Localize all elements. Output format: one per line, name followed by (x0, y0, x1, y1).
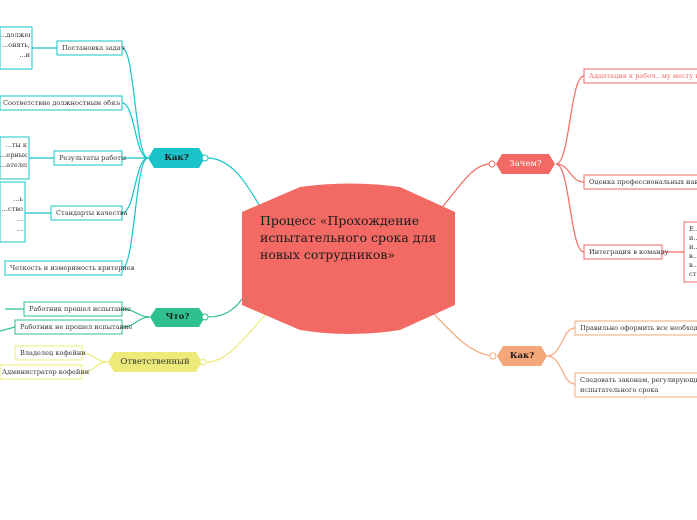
node-standarty-sub-label-4: ... (16, 225, 23, 233)
node-postanovka-sub-box[interactable] (0, 26, 33, 70)
node-sledovat-label-1: Следовать законам, регулирующим про... (580, 376, 697, 384)
connector-neproshel-sub (0, 326, 16, 332)
node-postanovka-sub-label-3: ...и (19, 51, 30, 59)
kak-right-collapse-handle[interactable] (489, 352, 497, 360)
connector-otv-admin (81, 361, 109, 373)
connector-central-kak2 (431, 311, 497, 357)
node-standarty-label: Стандарты качества (56, 209, 128, 217)
node-integraciya-sub-6: ст... (689, 270, 697, 278)
node-rezultaty-sub-label-2: ...ерные (0, 151, 27, 159)
zachem-collapse-handle[interactable] (488, 160, 496, 168)
node-sledovat-label-2: испытательного срока (580, 386, 659, 394)
kak-left-collapse-handle[interactable] (201, 154, 209, 162)
node-standarty-sub-label-2: ...ство (1, 205, 23, 213)
node-standarty-sub-label-1: ...ь (13, 195, 23, 203)
connector-kak2-sledovat (546, 355, 576, 385)
branch-chto-hexagon[interactable] (150, 308, 205, 327)
node-rezultaty-label: Результаты работы (59, 154, 127, 162)
node-sledovat-box[interactable] (574, 372, 697, 398)
connector-zachem-adapt (555, 75, 585, 165)
node-chetkost-box[interactable] (4, 260, 123, 276)
node-admin-label: Администратор кофейни (2, 368, 90, 376)
node-oformit-label: Правильно оформить все необходимые... (580, 324, 697, 332)
node-vladelec-label: Владелец кофейни (20, 349, 86, 357)
node-postanovka-label: Постановка задач (62, 44, 126, 52)
node-integraciya-box[interactable] (583, 244, 663, 260)
node-integraciya-sub-4: в... (689, 252, 697, 260)
node-rezultaty-sub-label-3: ...ателей (0, 161, 27, 169)
node-ocenka-box[interactable] (583, 174, 697, 190)
node-postanovka-box[interactable] (56, 40, 123, 56)
connector-chto-neproshel (121, 316, 151, 328)
node-integraciya-sub-box[interactable] (683, 221, 697, 283)
node-admin-box[interactable] (0, 364, 83, 380)
central-node-title: Процесс «Прохождение испытательного срок… (260, 213, 437, 262)
node-postanovka-sub-label-2: ...онять, (1, 41, 30, 49)
node-adaptaciya-box[interactable] (583, 68, 697, 84)
node-integraciya-sub-2: и... (689, 234, 697, 242)
node-integraciya-label: Интеграция в команду (589, 248, 669, 256)
node-standarty-sub-box[interactable] (0, 181, 26, 243)
branch-kak-left-hexagon[interactable] (148, 148, 205, 168)
node-neproshel-box[interactable] (14, 319, 123, 335)
node-proshel-label: Работник прошел испытание (29, 305, 131, 313)
connector-central-otv (206, 311, 269, 363)
node-sootvetstvie-label: Соответствие должностным обязанностям (3, 99, 120, 107)
connector-kak-standarty (121, 157, 149, 214)
connector-zachem-ocenka (555, 163, 585, 183)
branch-otv-label: Ответственный (120, 357, 190, 367)
connector-central-chto (206, 294, 246, 318)
node-standarty-box[interactable] (50, 205, 123, 221)
branch-zachem-label: Зачем? (509, 159, 542, 169)
branch-chto-label: Что? (165, 312, 190, 322)
connector-kak2-oformit (546, 327, 576, 357)
branch-kak-right-label: Как? (509, 351, 535, 361)
node-integraciya-sub-1: Е... (689, 225, 697, 233)
node-chetkost-label: Четкость и измеримость критериев (10, 264, 135, 272)
node-sootvetstvie-box[interactable] (0, 95, 123, 111)
node-vladelec-box[interactable] (14, 345, 83, 361)
node-rezultaty-sub-label-1: ...ты к (5, 141, 27, 149)
otv-collapse-handle[interactable] (199, 358, 207, 366)
branch-zachem-hexagon[interactable] (496, 154, 555, 174)
node-standarty-sub-label-3: ... (16, 215, 23, 223)
chto-collapse-handle[interactable] (201, 313, 209, 321)
branch-kak-right-hexagon[interactable] (497, 346, 547, 366)
central-node-shape[interactable] (242, 183, 455, 335)
node-postanovka-sub-label-1: ...должен (0, 31, 30, 39)
connector-kak-chetkost (121, 157, 149, 269)
node-ocenka-label: Оценка профессиональных навыков... (589, 178, 697, 186)
node-oformit-box[interactable] (574, 320, 697, 336)
node-adaptaciya-label: Адаптация к рабоч...му месту и кол... (589, 72, 697, 80)
node-neproshel-label: Работник не прошел испытание (20, 323, 133, 331)
node-integraciya-sub-3: и... (689, 243, 697, 251)
branch-kak-left-label: Как? (164, 153, 189, 163)
node-rezultaty-sub-box[interactable] (0, 136, 30, 180)
node-proshel-box[interactable] (23, 301, 123, 317)
node-rezultaty-box[interactable] (53, 150, 123, 166)
branch-otv-hexagon[interactable] (108, 352, 202, 372)
connector-zachem-integ (555, 163, 585, 253)
node-integraciya-sub-5: в... (689, 261, 697, 269)
connector-kak-postanovka (121, 47, 149, 159)
connector-central-kak (206, 157, 263, 211)
connector-kak-sootvetstvie (121, 102, 149, 159)
